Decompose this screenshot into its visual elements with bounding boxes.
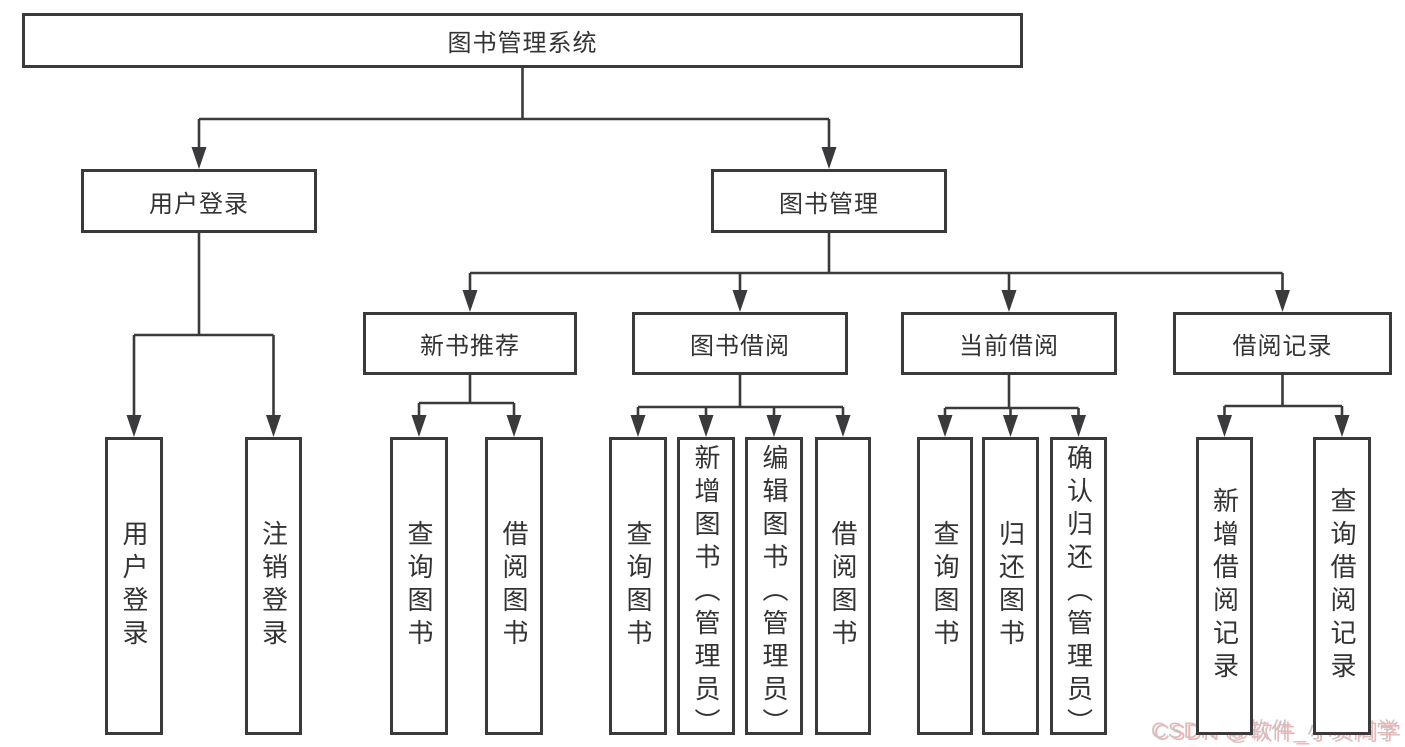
arrowhead-icon [506, 415, 522, 437]
arrowhead-icon [126, 415, 142, 437]
node-br-query-record: 查询借阅记录 [1313, 437, 1371, 735]
node-borrow-records: 借阅记录 [1173, 312, 1392, 375]
edge-current-borrow [937, 375, 1086, 437]
edge-user-login [126, 233, 281, 437]
node-cb-return-book: 归还图书 [982, 437, 1039, 735]
arrowhead-icon [821, 147, 837, 169]
node-book-mgmt: 图书管理 [711, 169, 947, 233]
arrowhead-icon [1071, 415, 1086, 437]
node-nbr-borrow-book: 借阅图书 [485, 437, 543, 735]
node-bb-add-book-admin: 新增图书（管理员） [677, 437, 735, 741]
edge-root [191, 68, 837, 169]
arrowhead-icon [698, 415, 714, 437]
node-logout-action: 注销登录 [245, 437, 302, 735]
node-bb-edit-book-admin: 编辑图书（管理员） [745, 437, 803, 741]
arrowhead-icon [1003, 415, 1018, 437]
node-root: 图书管理系统 [22, 13, 1023, 68]
arrowhead-icon [1217, 415, 1232, 437]
arrowhead-icon [191, 147, 207, 169]
arrowhead-icon [411, 415, 427, 437]
arrowhead-icon [1275, 290, 1290, 312]
node-new-book-rec: 新书推荐 [363, 312, 577, 375]
arrowhead-icon [766, 415, 782, 437]
node-cb-query-book: 查询图书 [917, 437, 973, 735]
node-user-login: 用户登录 [81, 169, 317, 233]
arrowhead-icon [462, 290, 478, 312]
arrowhead-icon [266, 415, 281, 437]
node-br-add-record: 新增借阅记录 [1196, 437, 1253, 735]
edge-borrow-records [1217, 375, 1350, 437]
edge-book-mgmt [462, 233, 1290, 312]
node-nbr-query-book: 查询图书 [390, 437, 448, 735]
arrowhead-icon [1001, 290, 1017, 312]
node-current-borrow: 当前借阅 [901, 312, 1117, 375]
node-cb-confirm-return-admin: 确认归还（管理员） [1050, 437, 1107, 741]
arrowhead-icon [835, 415, 851, 437]
node-book-borrow: 图书借阅 [632, 312, 848, 375]
node-user-login-action: 用户登录 [105, 437, 163, 735]
node-bb-query-book: 查询图书 [609, 437, 667, 735]
arrowhead-icon [1334, 415, 1350, 437]
node-bb-borrow-book: 借阅图书 [815, 437, 871, 735]
edge-book-borrow [630, 375, 851, 437]
arrowhead-icon [732, 290, 748, 312]
arrowhead-icon [937, 415, 953, 437]
arrowhead-icon [630, 415, 646, 437]
edge-new-book-rec [411, 375, 522, 437]
